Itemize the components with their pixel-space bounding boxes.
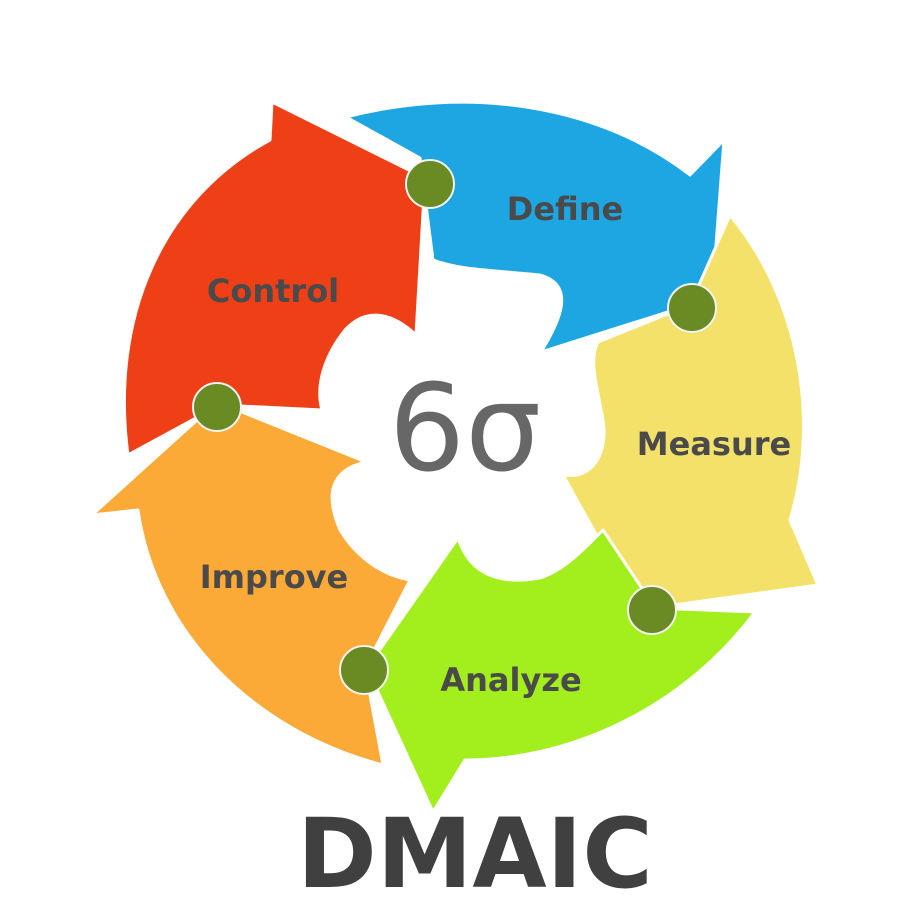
cycle-arrows xyxy=(90,100,820,814)
measure-arrow xyxy=(561,213,820,612)
segment-label-control: Control xyxy=(207,272,339,310)
joint-node xyxy=(627,585,677,635)
joint-node xyxy=(405,159,455,209)
cycle-joints xyxy=(192,159,717,695)
joint-node xyxy=(192,382,242,432)
improve-arrow xyxy=(90,400,412,767)
six-sigma-symbol: 6σ xyxy=(389,360,541,499)
diagram-title: DMAIC xyxy=(297,798,653,900)
segment-label-measure: Measure xyxy=(637,425,791,463)
segment-label-improve: Improve xyxy=(200,558,348,596)
analyze-arrow xyxy=(365,528,757,814)
control-arrow xyxy=(122,100,427,457)
joint-node xyxy=(667,283,717,333)
segment-label-analyze: Analyze xyxy=(440,661,581,699)
joint-node xyxy=(339,645,389,695)
segment-label-define: Define xyxy=(507,190,623,228)
